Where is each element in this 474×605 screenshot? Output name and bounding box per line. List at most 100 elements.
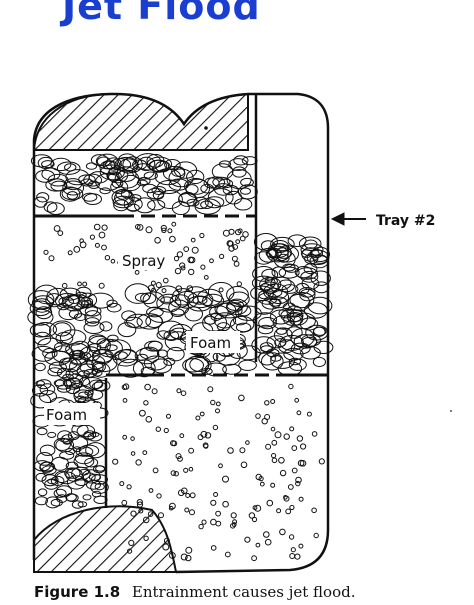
droplet xyxy=(300,443,307,450)
droplet xyxy=(190,237,196,243)
bubble xyxy=(301,334,322,347)
droplet xyxy=(298,496,304,502)
bubble xyxy=(45,293,64,308)
droplet xyxy=(296,435,304,442)
bubble xyxy=(120,174,142,192)
bubble xyxy=(132,159,148,170)
bubble xyxy=(204,196,225,209)
droplet xyxy=(294,553,301,560)
droplet xyxy=(264,414,271,420)
top-froth-bubbles xyxy=(30,153,258,216)
bubble xyxy=(48,361,68,374)
droplet xyxy=(94,242,100,248)
droplet xyxy=(143,400,149,406)
droplet xyxy=(271,439,278,446)
bubble xyxy=(231,166,247,178)
bubble xyxy=(83,321,105,335)
bubble xyxy=(225,190,243,205)
droplet xyxy=(218,287,224,293)
droplet xyxy=(136,499,143,506)
droplet xyxy=(154,237,161,244)
droplet xyxy=(278,457,285,464)
droplet xyxy=(294,397,300,403)
bubble xyxy=(214,183,233,196)
bubble xyxy=(156,330,170,340)
bubble xyxy=(295,282,310,295)
droplet xyxy=(259,481,265,487)
droplet xyxy=(198,523,204,530)
bubble xyxy=(209,305,229,320)
droplet xyxy=(270,426,276,432)
droplet xyxy=(264,400,270,406)
bubble xyxy=(305,324,329,341)
droplet xyxy=(222,500,229,508)
droplet xyxy=(53,225,61,232)
droplet xyxy=(57,230,64,237)
bubble xyxy=(32,298,52,313)
bubble xyxy=(222,184,239,196)
stray-mark xyxy=(450,410,452,412)
bubble xyxy=(214,302,237,316)
bubble xyxy=(33,196,48,208)
caption-text: Entrainment causes jet flood. xyxy=(131,583,356,601)
droplet xyxy=(285,508,292,515)
bubble xyxy=(182,358,205,373)
bubble xyxy=(32,384,49,397)
droplet xyxy=(311,507,317,514)
bubble xyxy=(134,197,156,214)
bubble xyxy=(87,432,103,442)
droplet xyxy=(184,507,190,513)
bubble xyxy=(58,305,79,321)
bubble xyxy=(87,292,114,309)
droplet xyxy=(289,426,295,432)
bubble xyxy=(37,156,54,170)
droplet xyxy=(279,528,286,536)
droplet xyxy=(287,484,294,490)
droplet xyxy=(161,288,167,294)
bubble xyxy=(78,444,100,457)
bubble xyxy=(49,320,76,342)
droplet xyxy=(183,246,190,253)
foam-lower-label-bg xyxy=(44,403,100,425)
bubble xyxy=(91,361,106,373)
bubble xyxy=(76,363,99,379)
droplet xyxy=(233,261,240,267)
bubble xyxy=(241,156,258,166)
droplet xyxy=(298,543,304,549)
bubble xyxy=(202,293,225,308)
bubble xyxy=(186,295,213,312)
bubble xyxy=(59,186,81,202)
droplet xyxy=(189,509,195,516)
droplet xyxy=(212,424,219,431)
bubble xyxy=(226,302,243,313)
bubble xyxy=(82,192,98,202)
bubble xyxy=(269,290,290,305)
bubble xyxy=(64,294,91,310)
droplet xyxy=(251,555,258,562)
bubble xyxy=(65,342,89,356)
bubble xyxy=(85,162,98,170)
bubble xyxy=(312,255,328,264)
droplet xyxy=(163,277,169,284)
bubble xyxy=(53,488,67,498)
bubble xyxy=(71,466,91,481)
droplet xyxy=(179,433,185,439)
bubble xyxy=(104,339,132,361)
bubble xyxy=(89,379,104,390)
droplet xyxy=(242,231,249,238)
bubble xyxy=(287,234,307,247)
bubble xyxy=(147,340,163,352)
droplet xyxy=(236,281,243,287)
droplet xyxy=(98,231,106,239)
droplet xyxy=(210,399,216,406)
droplet xyxy=(145,416,153,423)
bubble xyxy=(235,305,262,321)
bubble xyxy=(260,345,273,353)
bubble xyxy=(146,153,165,168)
bubble xyxy=(77,292,98,308)
bubble xyxy=(96,338,110,349)
bubble xyxy=(114,169,140,189)
bubble xyxy=(56,161,81,175)
bubble xyxy=(112,349,139,367)
droplet xyxy=(139,409,146,417)
